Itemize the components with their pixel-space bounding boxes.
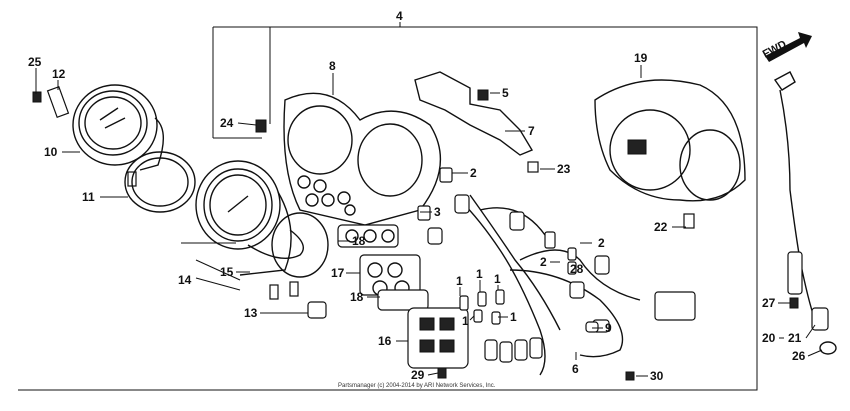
callout-1-b: 1 bbox=[476, 267, 483, 281]
callout-20: 20 bbox=[762, 331, 776, 345]
screw-29-part bbox=[437, 367, 447, 379]
callout-9: 9 bbox=[605, 321, 612, 335]
tachometer-part bbox=[195, 160, 329, 300]
callout-6: 6 bbox=[572, 362, 579, 376]
callout-21: 21 bbox=[788, 331, 802, 345]
socket-strip-part bbox=[337, 224, 429, 311]
speedometer-cable-part bbox=[773, 71, 837, 355]
callout-4: 4 bbox=[396, 9, 403, 23]
cushion-ring-part bbox=[124, 151, 196, 213]
callout-11: 11 bbox=[82, 190, 95, 204]
meter-case-part bbox=[283, 92, 442, 226]
callout-14: 14 bbox=[178, 273, 192, 287]
callout-22: 22 bbox=[654, 220, 668, 234]
callout-2-right: 2 bbox=[598, 236, 605, 250]
speedometer-part bbox=[32, 84, 164, 187]
callout-3: 3 bbox=[434, 205, 441, 219]
nut-30-part bbox=[625, 371, 635, 381]
leader-lines bbox=[35, 65, 823, 377]
callout-labels: 4 25 12 10 11 24 8 5 7 19 2 23 3 22 2 2 … bbox=[28, 9, 806, 383]
callout-8: 8 bbox=[329, 59, 336, 73]
callout-1-d: 1 bbox=[462, 314, 469, 328]
wire-harness-part bbox=[417, 167, 696, 376]
callout-12: 12 bbox=[52, 67, 66, 81]
callout-23: 23 bbox=[557, 162, 571, 176]
visor-part bbox=[594, 79, 746, 229]
callout-18-bottom: 18 bbox=[350, 290, 364, 304]
callout-1-e: 1 bbox=[510, 310, 517, 324]
callout-2-top: 2 bbox=[470, 166, 477, 180]
fwd-arrow-icon bbox=[765, 32, 812, 62]
callout-16: 16 bbox=[378, 334, 392, 348]
clamp-9-part bbox=[585, 321, 599, 333]
callout-26: 26 bbox=[792, 349, 806, 363]
callout-5: 5 bbox=[502, 86, 509, 100]
assembly-frame bbox=[18, 22, 758, 391]
callout-29: 29 bbox=[411, 368, 425, 382]
callout-25: 25 bbox=[28, 55, 42, 69]
callout-1-c: 1 bbox=[494, 272, 501, 286]
callout-13: 13 bbox=[244, 306, 258, 320]
callout-18-top: 18 bbox=[352, 234, 366, 248]
callout-30: 30 bbox=[650, 369, 664, 383]
socket-13-part bbox=[307, 301, 327, 319]
callout-17: 17 bbox=[331, 266, 345, 280]
callout-10: 10 bbox=[44, 145, 58, 159]
bracket-part bbox=[414, 71, 539, 173]
callout-24: 24 bbox=[220, 116, 234, 130]
callout-27: 27 bbox=[762, 296, 776, 310]
callout-2-mid: 2 bbox=[540, 255, 547, 269]
copyright-text: Partsmanager (c) 2004-2014 by ARI Networ… bbox=[338, 383, 496, 389]
bolt-24-part bbox=[255, 119, 267, 133]
indicator-panel-part bbox=[407, 307, 469, 369]
callout-15: 15 bbox=[220, 265, 234, 279]
callout-19: 19 bbox=[634, 51, 648, 65]
callout-7: 7 bbox=[528, 124, 535, 138]
callout-28: 28 bbox=[570, 262, 584, 276]
callout-1-a: 1 bbox=[456, 274, 463, 288]
